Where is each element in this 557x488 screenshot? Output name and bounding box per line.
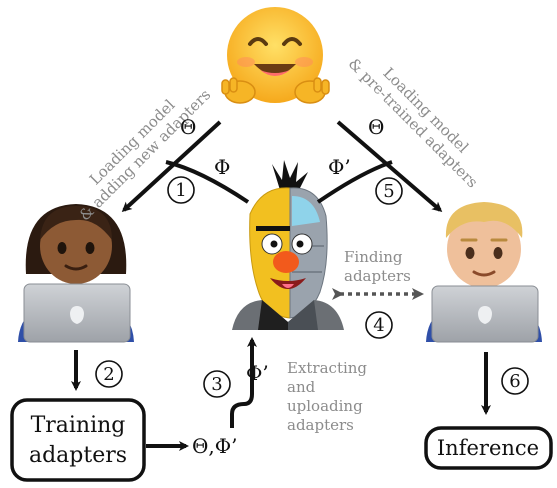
- loading-pre-line2: & pre-trained adapters: [345, 55, 482, 192]
- step-5-badge: 5: [375, 177, 403, 205]
- svg-text:1: 1: [175, 180, 186, 201]
- extract-line4: adapters: [287, 416, 354, 434]
- training-line2: adapters: [29, 443, 127, 468]
- step-1-badge: 1: [167, 176, 195, 204]
- hugging-face-emoji-icon: [221, 7, 330, 104]
- step-2-badge: 2: [95, 360, 123, 388]
- arrow-center-to-left-merge: [165, 160, 250, 204]
- svg-text:2: 2: [103, 364, 114, 385]
- theta-left-label: Θ: [180, 115, 196, 139]
- man-laptop-icon: [426, 202, 542, 343]
- inference-label: Inference: [437, 436, 539, 460]
- svg-text:3: 3: [211, 374, 222, 395]
- connector-arrows: [71, 120, 491, 451]
- woman-laptop-icon: [18, 204, 134, 343]
- arrow-hub-to-right-user: [336, 120, 443, 212]
- phi-right-label: Φ’: [328, 155, 351, 179]
- phi-left-label: Φ: [214, 155, 230, 179]
- half-robot-bert-icon: [232, 160, 344, 330]
- training-line1: Training: [31, 413, 126, 438]
- loading-new-line2: & adding new adapters: [76, 86, 215, 225]
- arrow-hub-to-left-user: [121, 120, 222, 213]
- theta-right-label: Θ: [368, 115, 384, 139]
- finding-line2: adapters: [344, 267, 411, 285]
- training-adapters-box: Training adapters: [10, 398, 146, 482]
- svg-text:4: 4: [373, 315, 384, 336]
- svg-text:6: 6: [509, 371, 520, 392]
- inference-box: Inference: [424, 426, 553, 470]
- extract-line1: Extracting: [287, 359, 367, 377]
- extract-line2: and: [287, 378, 316, 396]
- extracting-note: Extracting and uploading adapters: [287, 359, 367, 434]
- finding-adapters-note: Finding adapters: [344, 248, 411, 285]
- arrow-center-to-right-merge: [316, 160, 393, 204]
- step-4-badge: 4: [365, 311, 393, 339]
- arrow-upload-to-center: [230, 337, 257, 428]
- step-3-badge: 3: [203, 370, 231, 398]
- extract-line3: uploading: [287, 397, 363, 415]
- svg-text:5: 5: [383, 181, 394, 202]
- step-6-badge: 6: [501, 367, 529, 395]
- finding-line1: Finding: [344, 248, 403, 266]
- theta-phi-label: Θ,Φ’: [192, 434, 238, 458]
- phi-upload-label: Φ’: [246, 361, 269, 385]
